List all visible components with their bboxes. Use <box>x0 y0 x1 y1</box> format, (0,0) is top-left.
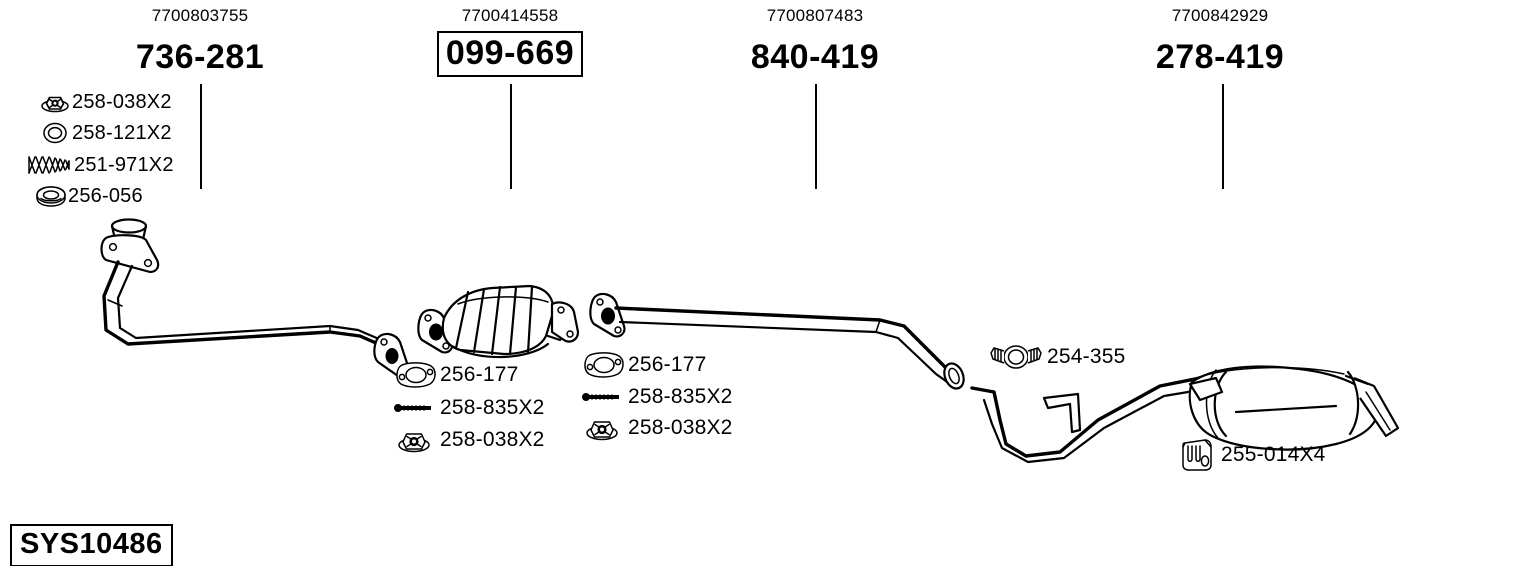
leader-line-rear-silencer <box>1222 84 1224 189</box>
hardware-row: 258-121X2 <box>38 120 172 146</box>
bolt-icon <box>580 384 628 410</box>
hardware-code: 258-038X2 <box>72 90 172 113</box>
rear-silencer-drawing <box>970 365 1400 464</box>
hardware-code: 258-038X2 <box>628 416 733 439</box>
part-code-catalytic-converter-wrap: 099-669 <box>395 31 625 77</box>
hardware-code: 255-014X4 <box>1221 443 1326 466</box>
hardware-row: 258-835X2 <box>580 384 733 410</box>
hardware-code: 258-121X2 <box>72 121 172 144</box>
hardware-code: 251-971X2 <box>74 153 174 176</box>
part-code-centre-pipe: 840-419 <box>750 38 880 76</box>
bolt-icon <box>392 395 440 421</box>
hardware-code: 254-355 <box>1047 345 1126 368</box>
part-code-front-pipe: 736-281 <box>135 38 265 76</box>
part-code-rear-silencer: 278-419 <box>1155 38 1285 76</box>
flange-nut-icon <box>580 415 628 441</box>
hardware-row: 256-056 <box>34 183 143 209</box>
hardware-code: 258-835X2 <box>440 396 545 419</box>
washer-ring-icon <box>38 120 72 146</box>
oem-code-centre-pipe: 7700807483 <box>766 6 864 25</box>
hardware-row: 258-038X2 <box>38 89 172 115</box>
oval-gasket-icon <box>580 352 628 378</box>
hardware-row: 251-971X2 <box>24 152 174 178</box>
exhaust-clamp-icon <box>985 344 1047 370</box>
oem-code-rear-silencer: 7700842929 <box>1171 6 1269 25</box>
oem-code-catalytic-converter: 7700414558 <box>461 6 559 25</box>
hardware-row: 255-014X4 <box>1175 439 1326 471</box>
donut-gasket-icon <box>34 183 68 209</box>
hardware-row: 256-177 <box>580 352 706 378</box>
rubber-hanger-icon <box>1175 439 1221 471</box>
coil-spring-icon <box>24 152 74 178</box>
system-id-wrap: SYS10486 <box>10 524 173 566</box>
system-id-badge: SYS10486 <box>10 524 173 566</box>
centre-pipe-drawing <box>589 292 965 390</box>
hardware-code: 256-177 <box>440 363 519 386</box>
leader-line-centre-pipe <box>815 84 817 189</box>
flange-nut-icon <box>392 427 440 453</box>
hardware-row: 256-177 <box>392 362 518 388</box>
hardware-row: 258-038X2 <box>580 415 733 441</box>
hardware-code: 256-056 <box>68 184 143 207</box>
hardware-code: 256-177 <box>628 353 707 376</box>
leader-line-front-pipe <box>200 84 202 189</box>
part-code-catalytic-converter: 099-669 <box>436 31 584 77</box>
leader-line-catalytic-converter <box>510 84 512 189</box>
hardware-row: 258-038X2 <box>392 427 545 453</box>
front-pipe-drawing <box>100 218 410 378</box>
hardware-row: 254-355 <box>985 344 1125 370</box>
oem-code-front-pipe: 7700803755 <box>151 6 249 25</box>
hardware-code: 258-835X2 <box>628 385 733 408</box>
flange-nut-icon <box>38 89 72 115</box>
hardware-code: 258-038X2 <box>440 428 545 451</box>
oval-gasket-icon <box>392 362 440 388</box>
hardware-row: 258-835X2 <box>392 395 545 421</box>
catalytic-converter-drawing <box>417 284 580 359</box>
